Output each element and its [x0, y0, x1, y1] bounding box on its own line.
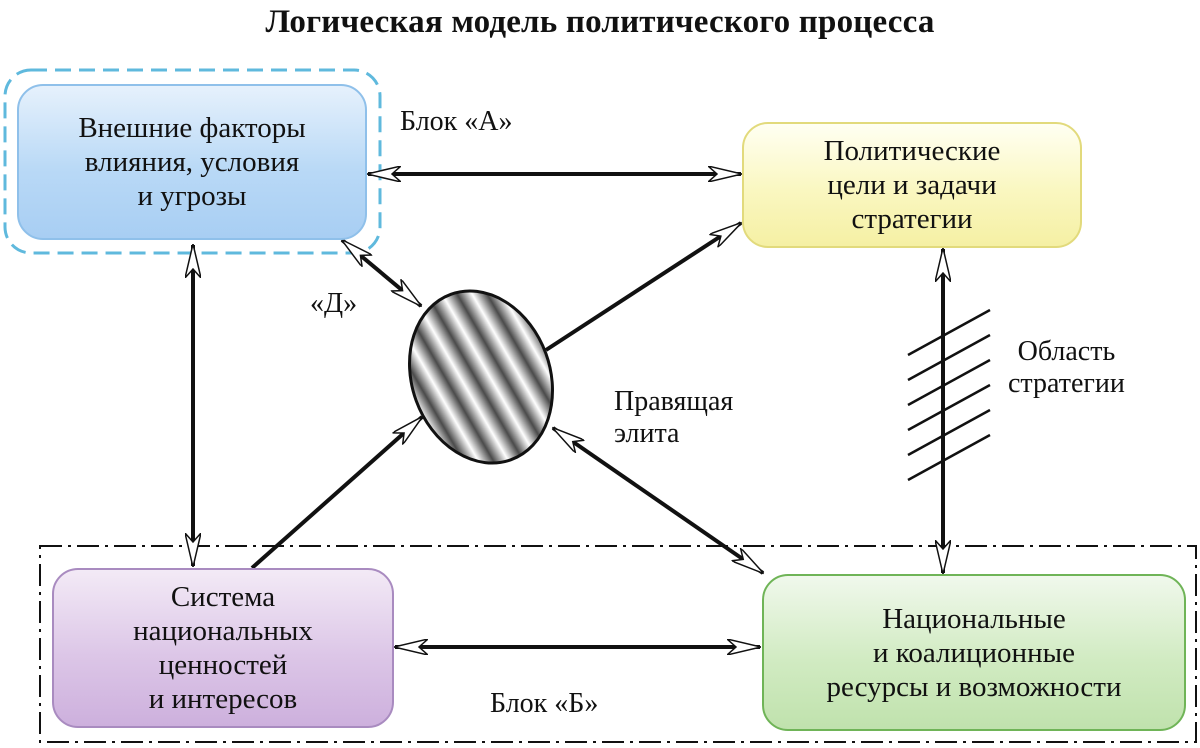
ruling-elite-ellipse: [408, 289, 554, 465]
national-values-label: Система национальных ценностей и интерес…: [133, 581, 313, 715]
block-a-label: Блок «А»: [400, 106, 513, 137]
block-b-label: Блок «Б»: [490, 688, 599, 719]
arrow-elite-goals: [544, 221, 741, 352]
strategy-area-hatching: [907, 308, 991, 482]
arrow-values-elite: [250, 415, 422, 570]
arrow-elite-resources: [553, 426, 763, 575]
national-resources-box: Национальные и коалиционные ресурсы и во…: [762, 574, 1186, 731]
national-resources-label: Национальные и коалиционные ресурсы и во…: [826, 602, 1122, 703]
external-factors-label: Внешние факторы влияния, условия и угроз…: [78, 112, 306, 212]
external-factors-box: Внешние факторы влияния, условия и угроз…: [17, 84, 367, 240]
block-b-dashdot-frame: [39, 545, 1197, 743]
political-goals-box: Политические цели и задачи стратегии: [742, 122, 1082, 248]
political-goals-label: Политические цели и задачи стратегии: [823, 135, 1001, 235]
arrow-external-elite: [342, 238, 421, 308]
national-values-box: Система национальных ценностей и интерес…: [52, 568, 394, 728]
strategy-area-label: Область стратегии: [1008, 336, 1125, 399]
block-d-label: «Д»: [310, 288, 358, 319]
page-title: Логическая модель политического процесса: [265, 4, 935, 40]
ruling-elite-label: Правящая элита: [614, 386, 734, 449]
